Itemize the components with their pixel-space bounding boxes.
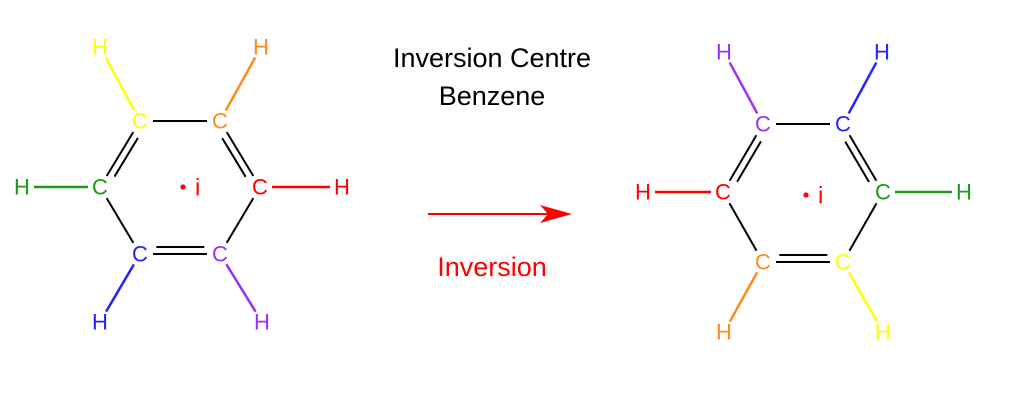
hydrogen-atom: H xyxy=(254,310,270,335)
double-bond-line xyxy=(221,137,247,178)
inversion-arrow xyxy=(428,205,572,223)
ring-bond xyxy=(728,202,758,252)
hydrogen-atom: H xyxy=(716,320,732,345)
arrow-label: Inversion xyxy=(437,252,547,282)
carbon-atom: C xyxy=(755,112,771,137)
hydrogen-atom: H xyxy=(253,35,269,60)
hydrogen-atom: H xyxy=(92,35,108,60)
ring-bond xyxy=(225,197,255,244)
inversion-center-dot xyxy=(803,192,809,198)
carbon-atom: C xyxy=(252,175,268,200)
carbon-atom: C xyxy=(212,242,228,267)
c-h-bond xyxy=(104,56,136,112)
c-h-bond xyxy=(728,61,759,115)
c-h-bond xyxy=(728,271,759,323)
hydrogen-atom: H xyxy=(334,175,350,200)
carbon-atom: C xyxy=(715,180,731,205)
carbon-atom: C xyxy=(92,175,108,200)
ring-bond xyxy=(105,197,135,244)
carbon-atom: C xyxy=(875,180,891,205)
carbon-atom: C xyxy=(755,250,771,275)
carbon-atom: C xyxy=(212,109,228,134)
inversion-center-dot xyxy=(180,184,186,190)
hydrogen-atom: H xyxy=(956,180,972,205)
inversion-center-label: i xyxy=(818,183,823,210)
title-line-1: Inversion Centre xyxy=(393,43,591,73)
double-bond-line xyxy=(736,140,762,183)
carbon-atom: C xyxy=(132,109,148,134)
hydrogen-atom: H xyxy=(92,310,108,335)
hydrogen-atom: H xyxy=(874,40,890,65)
hydrogen-atom: H xyxy=(14,175,30,200)
hydrogen-atom: H xyxy=(875,320,891,345)
c-h-bond xyxy=(225,263,257,313)
double-bond-line xyxy=(113,137,139,178)
hydrogen-atom: H xyxy=(635,180,651,205)
title-line-2: Benzene xyxy=(439,81,546,111)
ring-bond xyxy=(105,131,135,177)
c-h-bond xyxy=(847,271,879,323)
arrow-head xyxy=(540,205,572,223)
ring-bond xyxy=(225,131,255,177)
carbon-atom: C xyxy=(132,242,148,267)
ring-bond xyxy=(728,134,758,182)
ring-bond xyxy=(848,202,878,252)
inversion-center-label: i xyxy=(195,175,200,202)
double-bond-line xyxy=(844,141,870,183)
c-h-bond xyxy=(847,61,878,115)
carbon-atom: C xyxy=(835,250,851,275)
c-h-bond xyxy=(105,263,135,313)
carbon-atom: C xyxy=(835,112,851,137)
hydrogen-atom: H xyxy=(716,40,732,65)
ring-bond xyxy=(848,134,878,182)
c-h-bond xyxy=(224,56,257,112)
